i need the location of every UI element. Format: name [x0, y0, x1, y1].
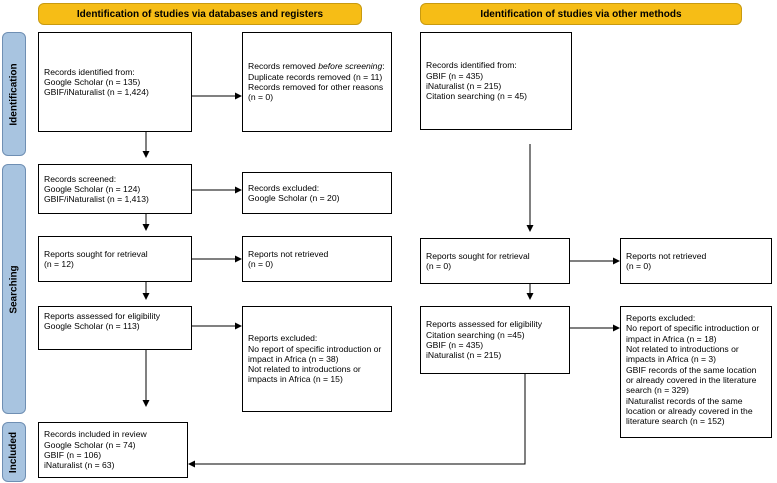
text-line: Google Scholar (n = 113) — [44, 321, 140, 332]
box-reports-sought-other: Reports sought for retrieval (n = 0) — [420, 238, 570, 284]
text-line: iNaturalist (n = 63) — [44, 460, 115, 471]
box-records-excluded: Records excluded: Google Scholar (n = 20… — [242, 172, 392, 214]
box-records-screened: Records screened: Google Scholar (n = 12… — [38, 164, 192, 214]
text-line: Reports sought for retrieval — [426, 250, 530, 261]
stage-included-label: Included — [8, 431, 20, 473]
text-line: Reports sought for retrieval — [44, 248, 148, 259]
text-line: No report of specific introduction or im… — [248, 343, 382, 364]
text-line: Reports excluded: — [626, 313, 696, 323]
text-line: GBIF (n = 106) — [44, 450, 102, 460]
records-removed-title: Records removed before screening: — [248, 61, 386, 71]
text-line: Citation searching (n =45) — [426, 329, 525, 340]
stage-identification-label: Identification — [8, 62, 20, 126]
text-line: Reports excluded: — [248, 333, 318, 344]
title-italic: before screening — [318, 61, 383, 72]
box-reports-excluded-other: Reports excluded: No report of specific … — [620, 306, 772, 438]
text-line: iNaturalist (n = 215) — [426, 81, 502, 91]
text-line: Citation searching (n = 45) — [426, 91, 528, 102]
text-line: Reports not retrieved — [626, 250, 707, 261]
box-reports-not-retrieved-other: Reports not retrieved (n = 0) — [620, 238, 772, 284]
box-records-removed: Records removed before screening: Duplic… — [242, 32, 392, 132]
text-line: Reports not retrieved — [248, 248, 329, 259]
text-line: GBIF/iNaturalist (n = 1,424) — [44, 87, 149, 98]
text-line: iNaturalist (n = 215) — [426, 350, 502, 361]
box-records-identified-other: Records identified from: GBIF (n = 435) … — [420, 32, 572, 130]
text-line: GBIF records of the same location or alr… — [626, 364, 757, 396]
text-line: GBIF/iNaturalist (n = 1,413) — [44, 194, 149, 205]
text-line: Not related to introductions or impacts … — [626, 343, 739, 365]
text-line: GBIF (n = 435) — [426, 340, 484, 350]
box-reports-not-retrieved-db: Reports not retrieved (n = 0) — [242, 236, 392, 282]
text-line: Duplicate records removed (n = 11) — [248, 71, 383, 82]
text-line: Records included in review — [44, 429, 147, 440]
text-line: iNaturalist records of the same location… — [626, 395, 753, 427]
stage-searching-label: Searching — [8, 264, 20, 314]
text-line: No report of specific introduction or im… — [626, 323, 760, 344]
stage-identification: Identification — [2, 32, 26, 156]
text-line: Records excluded: — [248, 182, 320, 193]
text-line: Records removed for other reasons (n = 0… — [248, 82, 384, 103]
text-line: Google Scholar (n = 74) — [44, 439, 136, 450]
text-line: Records screened: — [44, 173, 117, 184]
stage-searching: Searching — [2, 164, 26, 414]
box-reports-assessed-other: Reports assessed for eligibility Citatio… — [420, 306, 570, 374]
header-other-methods: Identification of studies via other meth… — [420, 3, 742, 25]
text-line: (n = 0) — [426, 261, 452, 271]
text-line: Reports assessed for eligibility — [44, 311, 161, 321]
box-reports-sought-db: Reports sought for retrieval (n = 12) — [38, 236, 192, 282]
title-prefix: Records removed — [248, 61, 319, 72]
text-line: Google Scholar (n = 124) — [44, 183, 141, 194]
text-line: (n = 0) — [626, 261, 652, 271]
text-line: GBIF (n = 435) — [426, 70, 484, 81]
text-line: Google Scholar (n = 20) — [248, 193, 340, 203]
header-databases: Identification of studies via databases … — [38, 3, 362, 25]
box-records-included: Records included in review Google Schola… — [38, 422, 188, 478]
stage-included: Included — [2, 422, 26, 482]
text-line: Records identified from: — [426, 60, 517, 71]
text-line: (n = 0) — [248, 259, 274, 269]
text-line: Records identified from: — [44, 66, 135, 77]
text-line: Not related to introductions or impacts … — [248, 364, 361, 385]
text-line: (n = 12) — [44, 259, 74, 269]
title-suffix: : — [382, 61, 385, 72]
box-reports-assessed-db: Reports assessed for eligibility Google … — [38, 306, 192, 350]
box-records-identified-db: Records identified from: Google Scholar … — [38, 32, 192, 132]
text-line: Google Scholar (n = 135) — [44, 76, 141, 87]
text-line: Reports assessed for eligibility — [426, 319, 543, 330]
box-reports-excluded-db: Reports excluded: No report of specific … — [242, 306, 392, 412]
